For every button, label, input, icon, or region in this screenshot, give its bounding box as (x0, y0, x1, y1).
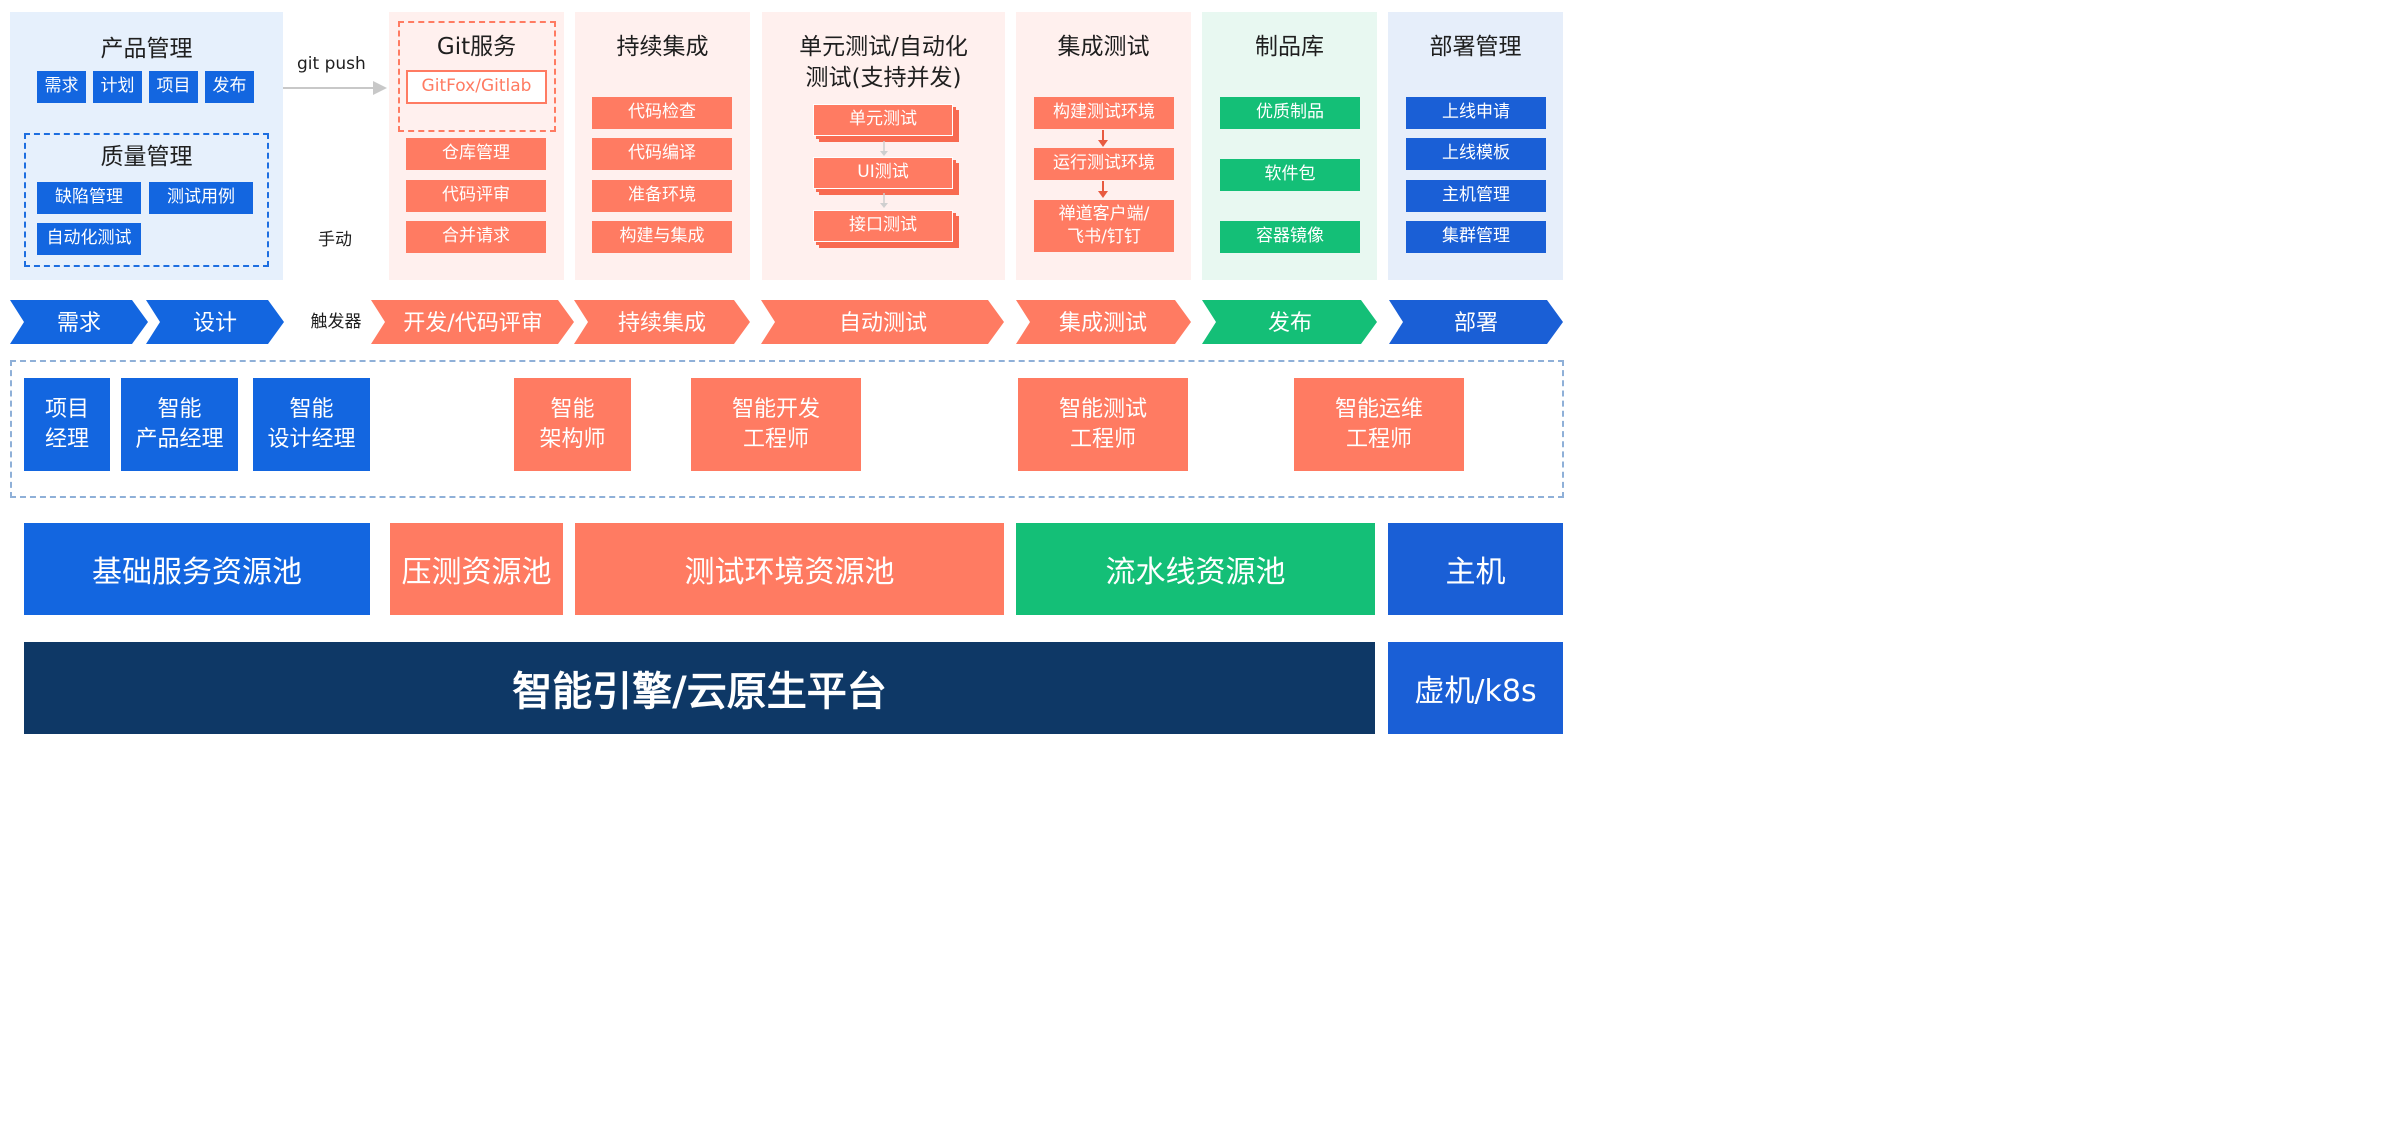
chip-cluster-mgmt[interactable]: 集群管理 (1406, 221, 1546, 253)
role-dev-engineer[interactable]: 智能开发 工程师 (691, 378, 861, 471)
quality-title: 质量管理 (100, 144, 193, 170)
pool-host[interactable]: 主机 (1388, 523, 1563, 615)
git-panel: Git服务 GitFox/Gitlab 仓库管理 代码评审 合并请求 (389, 12, 564, 280)
chip-build-test-env[interactable]: 构建测试环境 (1034, 97, 1174, 129)
chip-testcase[interactable]: 测试用例 (149, 182, 253, 214)
pool-stress-test[interactable]: 压测资源池 (390, 523, 563, 615)
test-connector-arrows (880, 141, 888, 208)
chip-host-mgmt[interactable]: 主机管理 (1406, 180, 1546, 212)
role-architect[interactable]: 智能 架构师 (514, 378, 631, 471)
integration-connector-arrows (1098, 130, 1108, 198)
artifact-panel: 制品库 优质制品 软件包 容器镜像 (1202, 12, 1377, 280)
chip-compile[interactable]: 代码编译 (592, 138, 732, 170)
stage-label-dev: 开发/代码评审 (403, 311, 542, 336)
chip-api-test[interactable]: 接口测试 (813, 210, 953, 242)
pool-basic-service[interactable]: 基础服务资源池 (24, 523, 370, 615)
stage-bar: 需求 设计 触发器 开发/代码评审 持续集成 自动测试 集成测试 发布 部署 (10, 300, 1563, 344)
test-panel: 单元测试/自动化 测试(支持并发) 单元测试 UI测试 接口测试 (762, 12, 1005, 280)
stage-label-deploy: 部署 (1454, 311, 1498, 336)
chip-container-image[interactable]: 容器镜像 (1220, 221, 1360, 253)
chip-repo[interactable]: 仓库管理 (406, 138, 546, 170)
stage-arrow-autotest[interactable] (761, 300, 1004, 344)
trigger-label: 触发器 (311, 312, 362, 332)
stage-label-integration: 集成测试 (1059, 311, 1147, 336)
roles-dashed-box (10, 360, 1564, 498)
gitfox-box[interactable]: GitFox/Gitlab (406, 70, 547, 104)
test-title-line1: 单元测试/自动化 (799, 34, 968, 60)
chip-ui-test[interactable]: UI测试 (813, 157, 953, 189)
role-project-manager[interactable]: 项目 经理 (24, 378, 110, 471)
pool-pipeline[interactable]: 流水线资源池 (1016, 523, 1375, 615)
manual-label: 手动 (318, 230, 352, 250)
deploy-title: 部署管理 (1429, 34, 1522, 60)
chip-merge-request[interactable]: 合并请求 (406, 221, 546, 253)
chip-project[interactable]: 项目 (149, 71, 198, 103)
test-title-line2: 测试(支持并发) (805, 65, 962, 91)
stage-label-ci: 持续集成 (618, 311, 706, 336)
chip-code-review[interactable]: 代码评审 (406, 180, 546, 212)
artifact-title: 制品库 (1255, 34, 1324, 60)
quality-box (24, 133, 269, 267)
chip-prepare-env[interactable]: 准备环境 (592, 180, 732, 212)
left-panel: 产品管理 需求 计划 项目 发布 质量管理 缺陷管理 测试用例 自动化测试 (10, 12, 283, 280)
stage-arrow-dev[interactable] (371, 300, 574, 344)
integration-panel: 集成测试 构建测试环境 运行测试环境 禅道客户端/ 飞书/钉钉 (1016, 12, 1191, 280)
chip-package[interactable]: 软件包 (1220, 159, 1360, 191)
chip-build[interactable]: 构建与集成 (592, 221, 732, 253)
chip-requirement[interactable]: 需求 (37, 71, 86, 103)
stage-label-autotest: 自动测试 (839, 311, 927, 336)
integration-title: 集成测试 (1057, 34, 1150, 60)
git-push-label: git push (297, 54, 366, 74)
stage-label-requirement: 需求 (57, 311, 101, 336)
role-product-manager[interactable]: 智能 产品经理 (121, 378, 238, 471)
git-title: Git服务 (436, 34, 517, 60)
git-push-arrow (283, 81, 387, 95)
platform-bar: 智能引擎/云原生平台 (24, 642, 1375, 734)
ci-title: 持续集成 (616, 34, 709, 60)
role-test-engineer[interactable]: 智能测试 工程师 (1018, 378, 1188, 471)
ci-panel: 持续集成 代码检查 代码编译 准备环境 构建与集成 (575, 12, 750, 280)
stage-arrow-deploy[interactable] (1389, 300, 1563, 344)
stage-label-release: 发布 (1268, 311, 1312, 336)
chip-launch-request[interactable]: 上线申请 (1406, 97, 1546, 129)
chip-defect[interactable]: 缺陷管理 (37, 182, 141, 214)
product-title: 产品管理 (100, 36, 193, 62)
chip-launch-template[interactable]: 上线模板 (1406, 138, 1546, 170)
stage-arrow-ci[interactable] (574, 300, 750, 344)
stage-label-design: 设计 (193, 311, 237, 336)
vm-k8s-box[interactable]: 虚机/k8s (1388, 642, 1563, 734)
stage-arrow-release[interactable] (1202, 300, 1377, 344)
role-ops-engineer[interactable]: 智能运维 工程师 (1294, 378, 1464, 471)
git-dashed-box (398, 21, 556, 132)
chip-code-check[interactable]: 代码检查 (592, 97, 732, 129)
chip-autotest[interactable]: 自动化测试 (37, 223, 141, 255)
chip-clients[interactable]: 禅道客户端/ 飞书/钉钉 (1034, 200, 1174, 252)
stage-arrow-integration[interactable] (1016, 300, 1191, 344)
pool-test-env[interactable]: 测试环境资源池 (575, 523, 1004, 615)
chip-unit-test[interactable]: 单元测试 (813, 104, 953, 136)
chip-run-test-env[interactable]: 运行测试环境 (1034, 148, 1174, 180)
chip-release[interactable]: 发布 (205, 71, 254, 103)
chip-quality-artifact[interactable]: 优质制品 (1220, 97, 1360, 129)
chip-plan[interactable]: 计划 (93, 71, 142, 103)
deploy-panel: 部署管理 上线申请 上线模板 主机管理 集群管理 (1388, 12, 1563, 280)
role-design-manager[interactable]: 智能 设计经理 (253, 378, 370, 471)
stage-arrow-requirement[interactable] (10, 300, 148, 344)
stage-arrow-design[interactable] (146, 300, 284, 344)
